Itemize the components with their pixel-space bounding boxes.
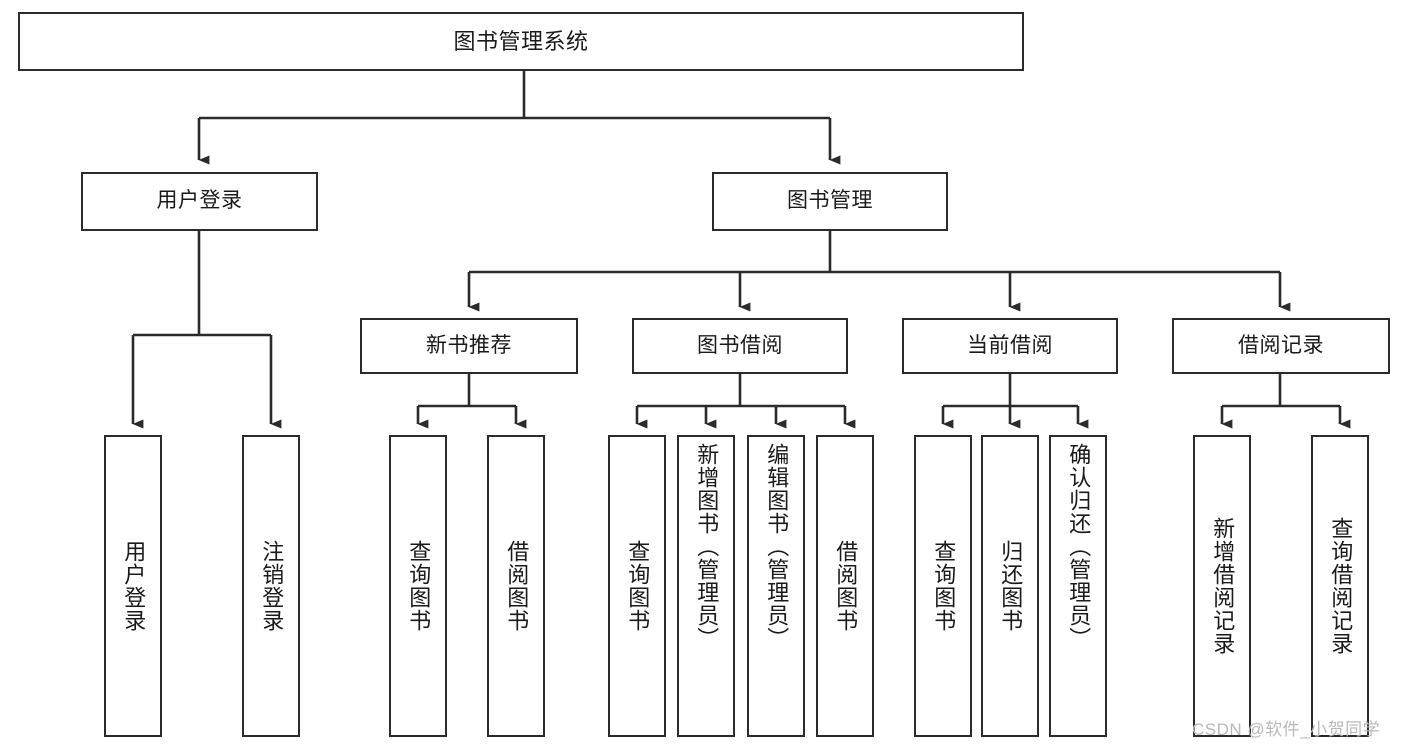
leaf-user-login-login[interactable]: 用户登录 [104, 435, 162, 737]
node-book-borrow[interactable]: 图书借阅 [632, 318, 848, 374]
leaf-borrow-borrow-book[interactable]: 借阅图书 [816, 435, 874, 737]
node-label: 编辑图书（管理员） [764, 443, 790, 650]
node-label: 用户登录 [156, 189, 243, 213]
watermark-text: CSDN @软件_小贺同学 [1192, 720, 1381, 739]
node-label: 图书管理 [787, 189, 873, 213]
node-current-borrow[interactable]: 当前借阅 [902, 318, 1118, 374]
node-label: 借阅图书 [833, 540, 859, 632]
node-label: 用户登录 [121, 540, 147, 632]
leaf-current-confirm-return-admin[interactable]: 确认归还（管理员） [1049, 435, 1107, 737]
leaf-borrow-query-book[interactable]: 查询图书 [608, 435, 666, 737]
node-label: 当前借阅 [967, 333, 1053, 357]
node-borrow-record[interactable]: 借阅记录 [1172, 318, 1390, 374]
leaf-record-query-record[interactable]: 查询借阅记录 [1311, 435, 1369, 737]
node-root-system[interactable]: 图书管理系统 [18, 12, 1024, 71]
leaf-borrow-edit-book-admin[interactable]: 编辑图书（管理员） [747, 435, 805, 737]
node-label: 新书推荐 [426, 333, 512, 357]
node-label: 查询图书 [406, 540, 432, 632]
leaf-borrow-add-book-admin[interactable]: 新增图书（管理员） [677, 435, 735, 737]
node-label: 归还图书 [998, 540, 1024, 632]
node-book-management[interactable]: 图书管理 [712, 172, 948, 231]
leaf-current-query-book[interactable]: 查询图书 [914, 435, 972, 737]
leaf-new-book-borrow[interactable]: 借阅图书 [487, 435, 545, 737]
node-user-login[interactable]: 用户登录 [81, 172, 318, 231]
node-label: 查询图书 [625, 540, 651, 632]
node-label: 查询图书 [931, 540, 957, 632]
leaf-current-return-book[interactable]: 归还图书 [981, 435, 1039, 737]
node-label: 图书管理系统 [453, 28, 589, 54]
leaf-record-add-record[interactable]: 新增借阅记录 [1193, 435, 1251, 737]
node-label: 确认归还（管理员） [1066, 443, 1092, 650]
node-label: 图书借阅 [697, 333, 783, 357]
node-label: 借阅记录 [1238, 333, 1324, 357]
node-label: 新增借阅记录 [1210, 517, 1236, 655]
node-label: 查询借阅记录 [1328, 517, 1354, 655]
node-label: 借阅图书 [504, 540, 530, 632]
node-label: 注销登录 [259, 540, 285, 632]
node-new-book-recommend[interactable]: 新书推荐 [360, 318, 578, 374]
leaf-user-login-logout[interactable]: 注销登录 [242, 435, 300, 737]
node-label: 新增图书（管理员） [694, 443, 720, 650]
leaf-new-book-query[interactable]: 查询图书 [389, 435, 447, 737]
